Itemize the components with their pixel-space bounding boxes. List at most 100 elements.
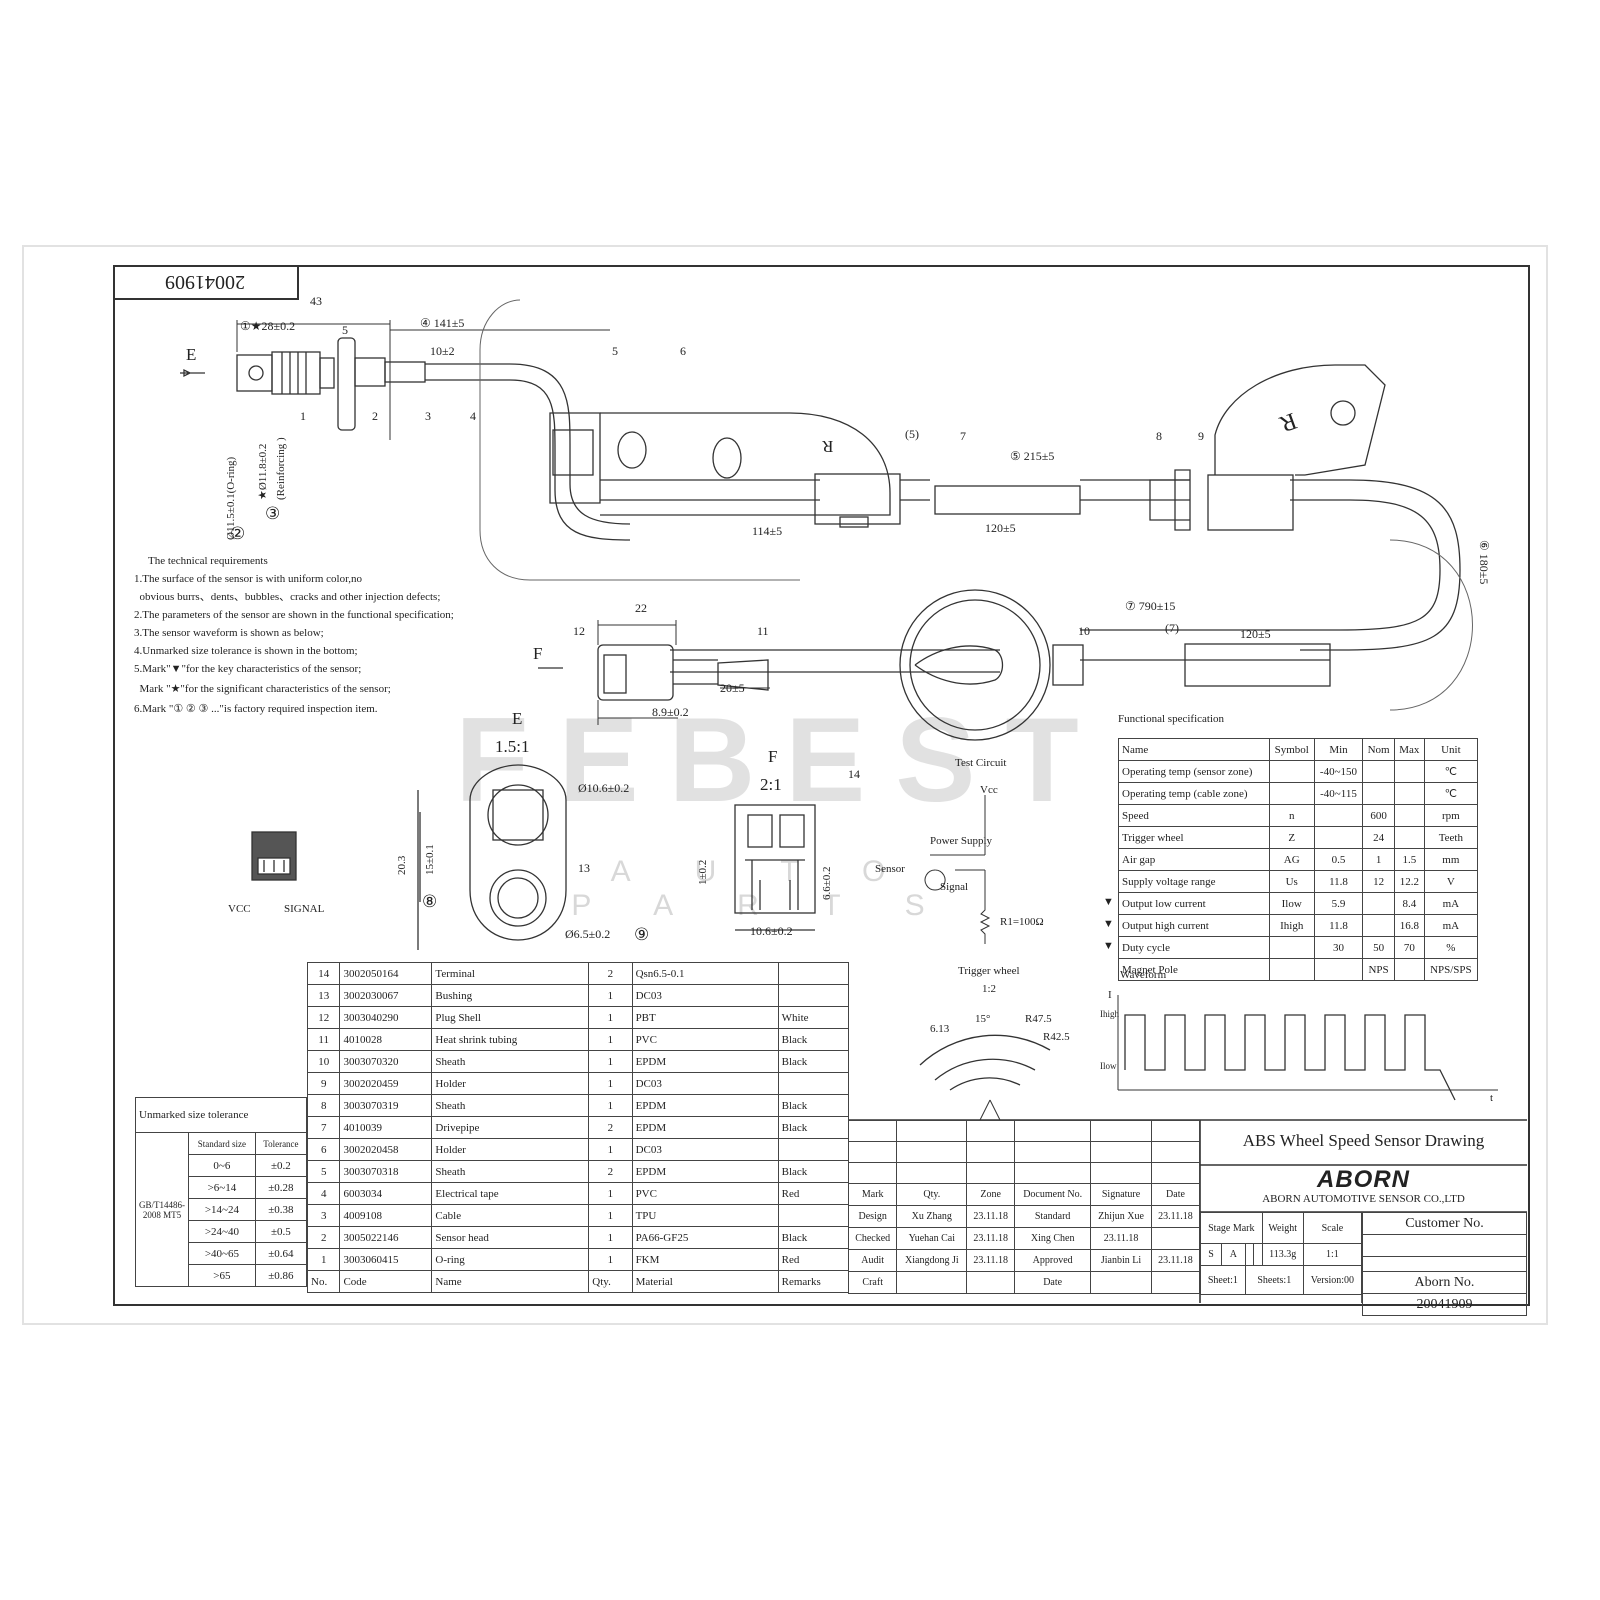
spec-cell: Duty cycle xyxy=(1118,936,1270,959)
dim-10: 10±2 xyxy=(430,344,455,358)
callout-10: 10 xyxy=(1078,624,1090,638)
bom-cell: FKM xyxy=(631,1248,779,1271)
bom-cell: DC03 xyxy=(631,984,779,1007)
pin-signal-label: SIGNAL xyxy=(284,903,325,915)
stage-value: S xyxy=(1200,1243,1222,1266)
spec-cell: 11.8 xyxy=(1313,870,1364,893)
spec-cell: -40~115 xyxy=(1313,782,1364,805)
sheet-value: Sheet:1 xyxy=(1200,1265,1246,1295)
revision-cell xyxy=(896,1162,968,1184)
spec-cell: Trigger wheel xyxy=(1118,826,1270,849)
callout-8: 8 xyxy=(1156,429,1162,443)
tech-req-line: 5.Mark"▼"for the key characteristics of … xyxy=(134,663,362,675)
sheet-border xyxy=(22,245,1548,1325)
tolerance-row: 0~6±0.2 xyxy=(136,1154,308,1177)
revision-header-cell: Date xyxy=(1150,1183,1201,1206)
revision-cell xyxy=(896,1141,968,1163)
callout-7: 7 xyxy=(960,429,966,443)
spec-cell: NPS/SPS xyxy=(1423,958,1479,981)
bom-cell: TPU xyxy=(631,1204,779,1227)
tolerance-cell: >6~14 xyxy=(188,1176,256,1199)
detail-f-scale: 2:1 xyxy=(760,775,782,794)
company-logo: ABORN xyxy=(1317,1166,1410,1193)
spec-cell: Output high current xyxy=(1118,914,1270,937)
approval-cell: 23.11.18 xyxy=(966,1205,1016,1228)
waveform-high: Ihigh xyxy=(1100,1009,1119,1019)
spec-cell: ℃ xyxy=(1423,760,1479,783)
waveform-y-axis: I xyxy=(1108,989,1112,1001)
bom-header-cell: Name xyxy=(431,1270,590,1293)
inspection-3: ③ xyxy=(265,504,281,523)
bom-cell: 12 xyxy=(306,1006,341,1029)
spec-cell: rpm xyxy=(1423,804,1479,827)
bom-cell: Terminal xyxy=(431,962,590,985)
bom-cell: Sheath xyxy=(431,1160,590,1183)
tolerance-cell: 0~6 xyxy=(188,1154,256,1177)
revision-cell xyxy=(966,1141,1016,1163)
dim-141: ④ 141±5 xyxy=(420,316,465,330)
bom-cell: White xyxy=(777,1006,850,1029)
bom-cell: 4 xyxy=(306,1182,341,1205)
aborn-no-label: Aborn No. xyxy=(1362,1271,1527,1294)
revision-cell xyxy=(1090,1162,1152,1184)
bom-cell: 6 xyxy=(306,1138,341,1161)
bom-cell: EPDM xyxy=(631,1116,779,1139)
spec-cell: 1 xyxy=(1362,848,1395,871)
trigger-wheel-r2: R42.5 xyxy=(1043,1031,1070,1043)
revision-row xyxy=(847,1162,1201,1184)
spec-cell: -40~150 xyxy=(1313,760,1364,783)
spec-cell: % xyxy=(1423,936,1479,959)
revision-cell xyxy=(1014,1162,1092,1184)
key-characteristic-mark: ▼ xyxy=(1103,896,1114,908)
sheath-5 xyxy=(814,473,901,525)
detail-e-dia-top: Ø10.6±0.2 xyxy=(578,781,630,795)
approval-cell xyxy=(1150,1227,1201,1250)
company-name: ABORN AUTOMOTIVE SENSOR CO.,LTD xyxy=(1262,1193,1465,1205)
bom-cell: Black xyxy=(777,1050,850,1073)
watermark-sub: AUTO PARTS xyxy=(571,855,989,922)
bom-cell: 8 xyxy=(306,1094,341,1117)
bom-cell: 13 xyxy=(306,984,341,1007)
spec-cell xyxy=(1268,782,1315,805)
spec-cell: ℃ xyxy=(1423,782,1479,805)
pinout-connector xyxy=(251,831,297,881)
callout-1: 1 xyxy=(300,409,306,423)
spec-cell: 5.9 xyxy=(1313,892,1364,915)
bom-cell xyxy=(777,962,850,985)
dim-28: ①★28±0.2 xyxy=(240,319,296,333)
detail-e-pitch: 15±0.1 xyxy=(424,844,436,875)
bom-cell: 1 xyxy=(588,1226,633,1249)
bom-cell: 2 xyxy=(588,1160,633,1183)
tech-req-line: obvious burrs、dents、bubbles、cracks and o… xyxy=(134,591,441,603)
callout-9: 9 xyxy=(1198,429,1204,443)
detail-f-dim-6-6: 6.6±0.2 xyxy=(821,866,833,900)
spec-cell xyxy=(1313,958,1364,981)
revision-header-cell: Document No. xyxy=(1014,1183,1092,1206)
approval-cell xyxy=(896,1271,968,1294)
spec-cell: 1.5 xyxy=(1393,848,1425,871)
revision-cell xyxy=(1150,1120,1201,1142)
spec-header-cell: Symbol xyxy=(1268,738,1315,761)
inspection-8: ⑧ xyxy=(422,892,438,911)
bom-cell: 4010028 xyxy=(339,1028,433,1051)
stage-value: A xyxy=(1220,1243,1246,1266)
bom-cell: 10 xyxy=(306,1050,341,1073)
bom-cell: 5 xyxy=(306,1160,341,1183)
dim-790: ⑦ 790±15 xyxy=(1125,599,1176,613)
bom-cell: Red xyxy=(777,1248,850,1271)
approval-cell: Design xyxy=(847,1205,898,1228)
sheets-value: Sheets:1 xyxy=(1244,1265,1304,1295)
bom-cell: Plug Shell xyxy=(431,1006,590,1029)
approval-cell: Date xyxy=(1014,1271,1092,1294)
bom-cell: Black xyxy=(777,1116,850,1139)
bom-cell: 3005022146 xyxy=(339,1226,433,1249)
